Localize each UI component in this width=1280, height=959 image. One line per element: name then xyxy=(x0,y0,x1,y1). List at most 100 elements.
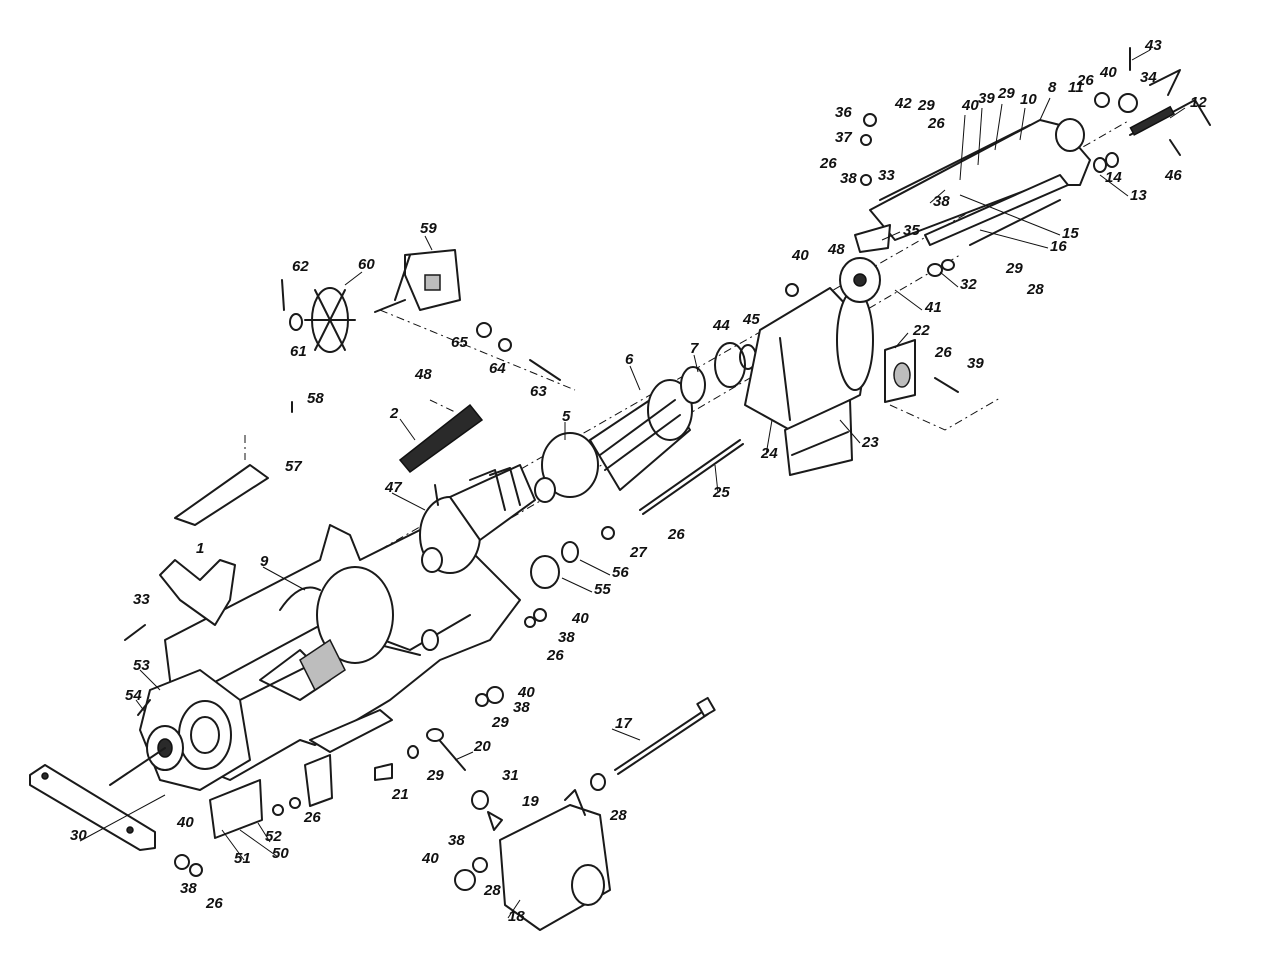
callout-33: 33 xyxy=(878,167,895,184)
callout-29: 29 xyxy=(997,85,1015,102)
callout-38b: 38 xyxy=(933,193,950,210)
callout-29e: 29 xyxy=(426,767,444,784)
small-fasteners-part xyxy=(124,47,1181,891)
callout-56: 56 xyxy=(612,564,629,581)
callout-62: 62 xyxy=(292,258,309,275)
callout-20: 20 xyxy=(473,738,491,755)
callout-26b: 26 xyxy=(927,115,945,132)
callout-65: 65 xyxy=(451,334,468,351)
callout-10: 10 xyxy=(1020,91,1037,108)
callout-26: 26 xyxy=(1076,72,1094,89)
shaft-part xyxy=(639,439,744,515)
callout-14: 14 xyxy=(1105,169,1122,186)
callout-35: 35 xyxy=(903,222,920,239)
callout-18: 18 xyxy=(508,908,525,925)
callout-40g: 40 xyxy=(421,850,439,867)
callout-45: 45 xyxy=(742,311,760,328)
callout-27: 27 xyxy=(629,544,647,561)
callout-54: 54 xyxy=(125,687,142,704)
callout-30: 30 xyxy=(70,827,87,844)
main-frame-part xyxy=(164,519,521,781)
callout-61: 61 xyxy=(290,343,307,360)
callout-55: 55 xyxy=(594,581,611,598)
callout-40f: 40 xyxy=(176,814,194,831)
grille-part xyxy=(398,403,484,474)
callout-37: 37 xyxy=(835,129,852,146)
callout-22: 22 xyxy=(912,322,930,339)
callout-50: 50 xyxy=(272,845,289,862)
bearing-rings-part xyxy=(680,342,757,404)
callout-46: 46 xyxy=(1164,167,1182,184)
callout-43: 43 xyxy=(1144,37,1162,54)
leader-lines xyxy=(79,49,1186,919)
callout-40: 40 xyxy=(1099,64,1117,81)
blade-plate-part xyxy=(174,464,269,526)
callout-16: 16 xyxy=(1050,238,1067,255)
callout-33b: 33 xyxy=(133,591,150,608)
callout-40e: 40 xyxy=(517,684,535,701)
callout-39: 39 xyxy=(978,90,995,107)
callout-19: 19 xyxy=(522,793,539,810)
fan-rotor-part xyxy=(419,464,536,574)
gearbox-assembly-part xyxy=(109,669,251,791)
callout-44: 44 xyxy=(712,317,730,334)
callout-40c: 40 xyxy=(791,247,809,264)
callout-29b: 29 xyxy=(917,97,935,114)
callout-28b: 28 xyxy=(609,807,627,824)
callout-29d: 29 xyxy=(491,714,509,731)
callout-40d: 40 xyxy=(571,610,589,627)
callout-5: 5 xyxy=(562,408,571,425)
callout-64: 64 xyxy=(489,360,506,377)
callout-12: 12 xyxy=(1190,94,1207,111)
callout-21: 21 xyxy=(391,786,409,803)
callout-26d: 26 xyxy=(934,344,952,361)
callout-38: 38 xyxy=(840,170,857,187)
callout-28: 28 xyxy=(1026,281,1044,298)
callout-57: 57 xyxy=(285,458,302,475)
callout-42: 42 xyxy=(894,95,912,112)
rotor-drum-part xyxy=(534,379,693,503)
callout-24: 24 xyxy=(760,445,778,462)
callout-29c: 29 xyxy=(1005,260,1023,277)
mount-bracket-part xyxy=(374,249,461,313)
callout-13: 13 xyxy=(1130,187,1147,204)
callout-38d: 38 xyxy=(513,699,530,716)
flat-bar-part xyxy=(29,764,156,851)
callout-7: 7 xyxy=(690,340,699,357)
callout-58: 58 xyxy=(307,390,324,407)
callout-31: 31 xyxy=(502,767,519,784)
callout-26h: 26 xyxy=(205,895,223,912)
bolt-21-part xyxy=(374,763,393,781)
callout-48b: 48 xyxy=(414,366,432,383)
callout-23: 23 xyxy=(861,434,879,451)
callout-34: 34 xyxy=(1140,69,1157,86)
guard-plate-part xyxy=(159,559,236,626)
callout-53: 53 xyxy=(133,657,150,674)
end-flange-part xyxy=(839,257,881,303)
callout-11: 11 xyxy=(1068,79,1084,96)
callout-26e: 26 xyxy=(667,526,685,543)
callout-26f: 26 xyxy=(546,647,564,664)
callout-15: 15 xyxy=(1062,225,1079,242)
callout-63: 63 xyxy=(530,383,547,400)
callout-47: 47 xyxy=(384,479,402,496)
callout-25: 25 xyxy=(712,484,730,501)
callout-17: 17 xyxy=(615,715,632,732)
callout-39b: 39 xyxy=(967,355,984,372)
callout-26g: 26 xyxy=(303,809,321,826)
callout-60: 60 xyxy=(358,256,375,273)
motor-housing-part xyxy=(744,287,874,476)
callout-8: 8 xyxy=(1048,79,1057,96)
callout-38e: 38 xyxy=(448,832,465,849)
callout-28c: 28 xyxy=(483,882,501,899)
callout-32: 32 xyxy=(960,276,977,293)
long-bolt-part xyxy=(614,696,716,775)
callout-48: 48 xyxy=(827,241,845,258)
lower-housing-part xyxy=(499,789,611,931)
callout-9: 9 xyxy=(260,553,269,570)
callout-40b: 40 xyxy=(961,97,979,114)
lower-bracket-part xyxy=(209,754,333,839)
callout-38f: 38 xyxy=(180,880,197,897)
callout-26c: 26 xyxy=(819,155,837,172)
